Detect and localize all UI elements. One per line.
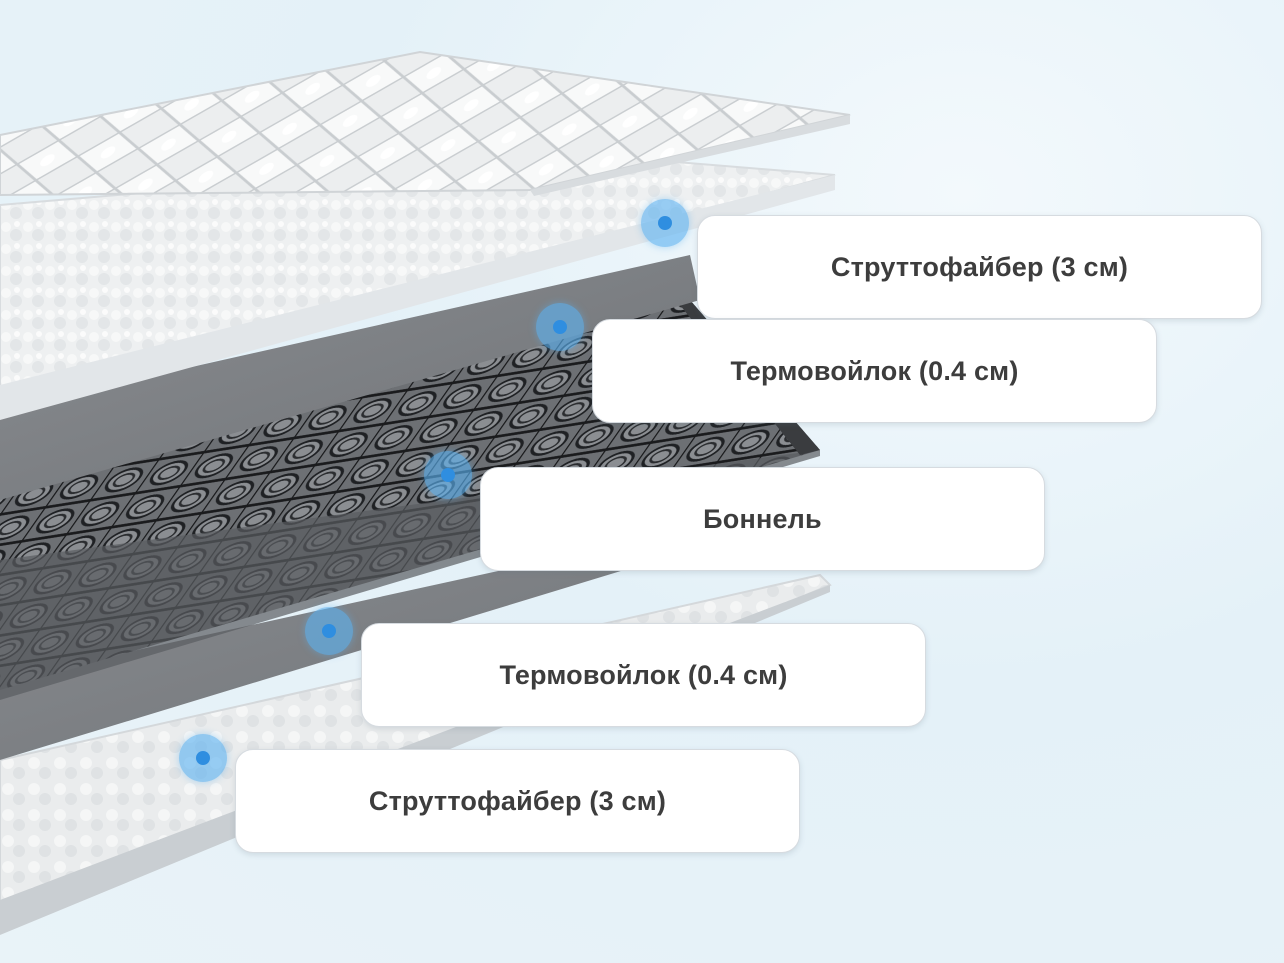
upper-felt-layer	[0, 255, 700, 500]
layer-marker-2[interactable]	[536, 303, 584, 351]
layer-label-text: Боннель	[703, 503, 822, 534]
layer-label-text: Струттофайбер (3 см)	[368, 785, 667, 816]
layer-label-5: Струттофайбер (3 см)	[235, 749, 800, 853]
layer-marker-3[interactable]	[424, 451, 472, 499]
layer-label-text: Струттофайбер (3 см)	[830, 251, 1129, 282]
layer-marker-1[interactable]	[641, 199, 689, 247]
layer-label-2: Термовойлок (0.4 см)	[592, 319, 1157, 423]
layer-label-text: Термовойлок (0.4 см)	[499, 659, 788, 690]
layer-label-3: Боннель	[480, 467, 1045, 571]
layer-marker-5[interactable]	[179, 734, 227, 782]
layer-label-text: Термовойлок (0.4 см)	[730, 355, 1019, 386]
layer-label-4: Термовойлок (0.4 см)	[361, 623, 926, 727]
layer-marker-4[interactable]	[305, 607, 353, 655]
layer-label-1: Струттофайбер (3 см)	[697, 215, 1262, 319]
